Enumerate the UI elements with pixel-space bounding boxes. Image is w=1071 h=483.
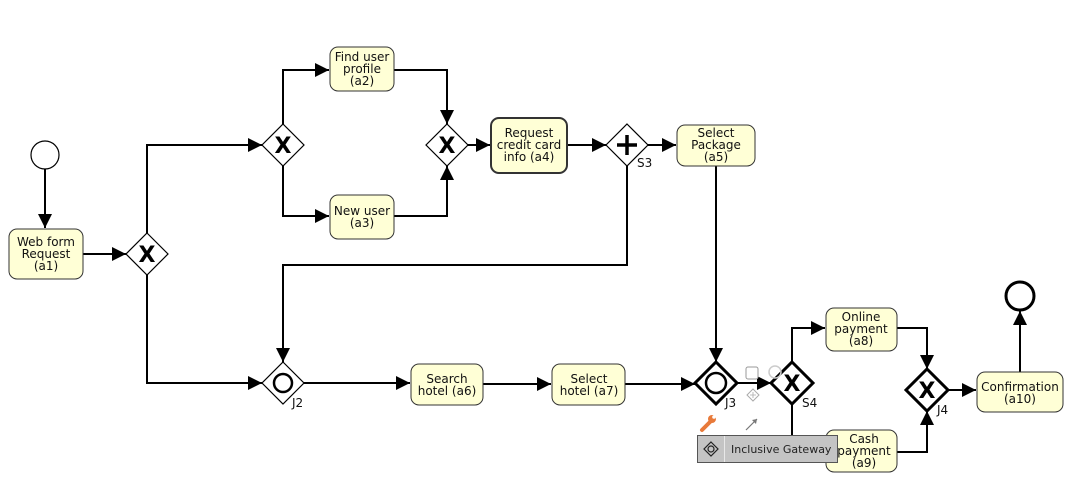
append-gateway-icon[interactable] <box>746 388 760 402</box>
task-label: payment <box>834 322 888 336</box>
task-label: New user <box>334 204 390 218</box>
task-label: (a5) <box>704 150 728 164</box>
gateway-xor-split-2[interactable]: X <box>261 123 305 167</box>
context-pad <box>698 365 782 434</box>
connect-arrow-icon[interactable] <box>745 418 758 431</box>
sequence-flows <box>38 63 1027 459</box>
task-label: Cash <box>849 432 879 446</box>
end-event[interactable] <box>1004 280 1036 312</box>
inclusive-gateway-icon <box>698 436 725 462</box>
task-label: Request <box>505 126 554 140</box>
gateway-label-j4: J4 <box>936 403 948 417</box>
gateway-label-s3: S3 <box>637 156 652 170</box>
task-label: profile <box>343 62 381 76</box>
task-label: Confirmation <box>981 380 1059 394</box>
task-label: (a9) <box>852 456 876 470</box>
tooltip-label: Inclusive Gateway <box>731 442 832 456</box>
svg-text:X: X <box>275 134 292 159</box>
task-label: (a2) <box>350 74 374 88</box>
start-event[interactable] <box>30 140 60 170</box>
task-label: (a3) <box>350 216 374 230</box>
task-label: (a1) <box>34 259 58 273</box>
task-a9[interactable]: Cash payment (a9) <box>825 429 898 473</box>
task-label: Package <box>691 138 741 152</box>
task-label: payment <box>837 444 891 458</box>
task-label: info (a4) <box>504 150 555 164</box>
gateway-label-j3: J3 <box>724 396 736 410</box>
task-label: Find user <box>335 50 390 64</box>
svg-text:X: X <box>139 243 156 268</box>
task-label: credit card <box>497 138 561 152</box>
gateway-inclusive-j3[interactable] <box>692 359 740 407</box>
gateway-xor-join-1[interactable]: X <box>425 123 469 167</box>
append-event-icon[interactable] <box>768 365 782 379</box>
task-label: Online <box>842 310 881 324</box>
svg-text:X: X <box>919 379 936 404</box>
task-a10[interactable]: Confirmation (a10) <box>976 371 1064 413</box>
task-label: Request <box>22 247 71 261</box>
task-label: (a8) <box>849 334 873 348</box>
task-label: Select <box>697 126 734 140</box>
task-a2[interactable]: Find user profile (a2) <box>329 46 395 92</box>
append-task-icon[interactable] <box>745 366 759 380</box>
svg-text:X: X <box>439 134 456 159</box>
task-a4[interactable]: Request credit card info (a4) <box>490 117 568 174</box>
gateway-inclusive-j2[interactable] <box>261 361 305 405</box>
task-label: Web form <box>17 235 75 249</box>
gateway-xor-j4[interactable]: X <box>903 366 951 414</box>
wrench-icon[interactable] <box>698 414 718 434</box>
task-a5[interactable]: Select Package (a5) <box>676 124 756 167</box>
gateway-parallel-s3[interactable] <box>605 123 649 167</box>
task-a1[interactable]: Web form Request (a1) <box>8 228 84 280</box>
task-label: Select <box>570 372 607 386</box>
task-a8[interactable]: Online payment (a8) <box>825 307 898 352</box>
gateway-label-s4: S4 <box>802 396 817 410</box>
task-label: hotel (a7) <box>560 384 619 398</box>
task-label: Search <box>426 372 467 386</box>
task-a3[interactable]: New user (a3) <box>329 194 395 240</box>
task-label: (a10) <box>1004 392 1036 406</box>
svg-text:X: X <box>784 372 801 397</box>
tooltip: Inclusive Gateway <box>697 435 838 463</box>
gateway-label-j2: J2 <box>291 396 303 410</box>
task-a6[interactable]: Search hotel (a6) <box>410 363 484 406</box>
task-label: hotel (a6) <box>418 384 477 398</box>
task-a7[interactable]: Select hotel (a7) <box>551 363 626 406</box>
gateway-xor-split-1[interactable]: X <box>125 232 169 276</box>
